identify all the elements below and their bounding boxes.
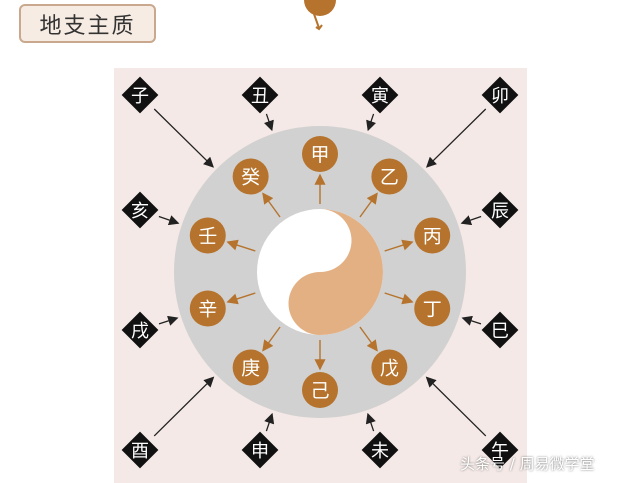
branch-diamond (241, 431, 279, 469)
watermark: 头条号 / 周易微学堂 (460, 455, 595, 473)
stem-node: 辛 (189, 290, 226, 327)
stem-arrow (262, 192, 281, 218)
branch-diamond (481, 76, 519, 114)
branch-label: 未 (371, 441, 389, 462)
branch-node: 亥 (121, 191, 159, 229)
stem-circle (302, 136, 338, 172)
branch-node: 申 (241, 431, 279, 469)
stem-node: 癸 (232, 158, 269, 195)
yin-yang-symbol (257, 209, 383, 335)
branch-diamond (481, 191, 519, 229)
stem-label: 己 (310, 380, 329, 402)
branch-label: 丑 (251, 86, 269, 107)
branch-diamond (121, 191, 159, 229)
branch-arrow (366, 113, 377, 132)
branch-node: 未 (361, 431, 399, 469)
branch-label: 戌 (131, 321, 149, 342)
stem-circle (414, 217, 451, 254)
branch-label: 子 (131, 86, 149, 107)
stem-circle (189, 217, 226, 254)
stem-node: 丙 (414, 217, 451, 254)
stem-label: 丙 (423, 226, 442, 248)
branch-arrow (426, 108, 487, 168)
stem-circle (371, 349, 408, 386)
stem-arrow (384, 292, 414, 305)
stem-label: 戊 (380, 357, 399, 379)
stem-node: 丁 (414, 290, 451, 327)
branch-arrow (365, 412, 376, 432)
stem-label: 庚 (241, 357, 260, 379)
branch-label: 辰 (491, 201, 509, 222)
branch-label: 酉 (131, 441, 149, 462)
stem-label: 壬 (198, 226, 217, 248)
branch-diamond (241, 76, 279, 114)
branch-arrow (460, 215, 482, 226)
branch-node: 酉 (121, 431, 159, 469)
branch-arrow (153, 108, 214, 168)
top-decoration-icon (304, 0, 336, 31)
stem-circle (232, 349, 269, 386)
stem-label: 乙 (380, 167, 399, 189)
branch-arrow (263, 113, 274, 132)
branch-label: 亥 (131, 201, 149, 222)
branch-node: 寅 (361, 76, 399, 114)
stem-node: 庚 (232, 349, 269, 386)
branch-node: 戌 (121, 311, 159, 349)
stem-arrow (384, 239, 414, 252)
stem-circle (414, 290, 451, 327)
branch-arrow (425, 376, 487, 437)
branch-node: 子 (121, 76, 159, 114)
branch-arrow (153, 376, 215, 437)
stem-circle (232, 158, 269, 195)
branch-diamond (361, 76, 399, 114)
branch-node: 巳 (481, 311, 519, 349)
stem-label: 辛 (198, 298, 217, 320)
branch-diamond (121, 76, 159, 114)
branch-arrows (153, 108, 487, 437)
branch-arrow (461, 315, 482, 326)
branch-diamond (361, 431, 399, 469)
stem-node: 甲 (302, 136, 338, 172)
stem-arrow (226, 292, 256, 305)
stem-arrow (226, 239, 256, 252)
branch-arrow (158, 215, 180, 226)
stem-circle (371, 158, 408, 195)
stem-node: 壬 (189, 217, 226, 254)
stem-label: 丁 (423, 298, 442, 320)
branch-node: 辰 (481, 191, 519, 229)
stem-circle (189, 290, 226, 327)
branch-label: 寅 (371, 86, 389, 107)
branch-label: 卯 (491, 86, 509, 107)
branch-arrow (264, 412, 275, 432)
stem-arrows (226, 173, 414, 371)
branch-node: 卯 (481, 76, 519, 114)
branch-node: 丑 (241, 76, 279, 114)
stem-label: 甲 (310, 144, 329, 166)
branch-diamond (121, 431, 159, 469)
section-title: 地支主质 (19, 4, 156, 43)
branch-diamond (481, 311, 519, 349)
branch-label: 申 (251, 441, 269, 462)
branch-diamond (481, 431, 519, 469)
stem-label: 癸 (241, 167, 260, 189)
stem-arrow (359, 326, 378, 352)
stem-arrow (262, 326, 281, 352)
branch-label: 巳 (491, 321, 509, 342)
branch-diamond (121, 311, 159, 349)
branch-label: 午 (491, 441, 509, 462)
stem-node: 乙 (371, 158, 408, 195)
stem-node: 戊 (371, 349, 408, 386)
branch-arrow (158, 315, 179, 326)
stem-arrow (359, 192, 378, 218)
branch-node: 午 (481, 431, 519, 469)
stem-node: 己 (302, 372, 338, 408)
stem-circle (302, 372, 338, 408)
